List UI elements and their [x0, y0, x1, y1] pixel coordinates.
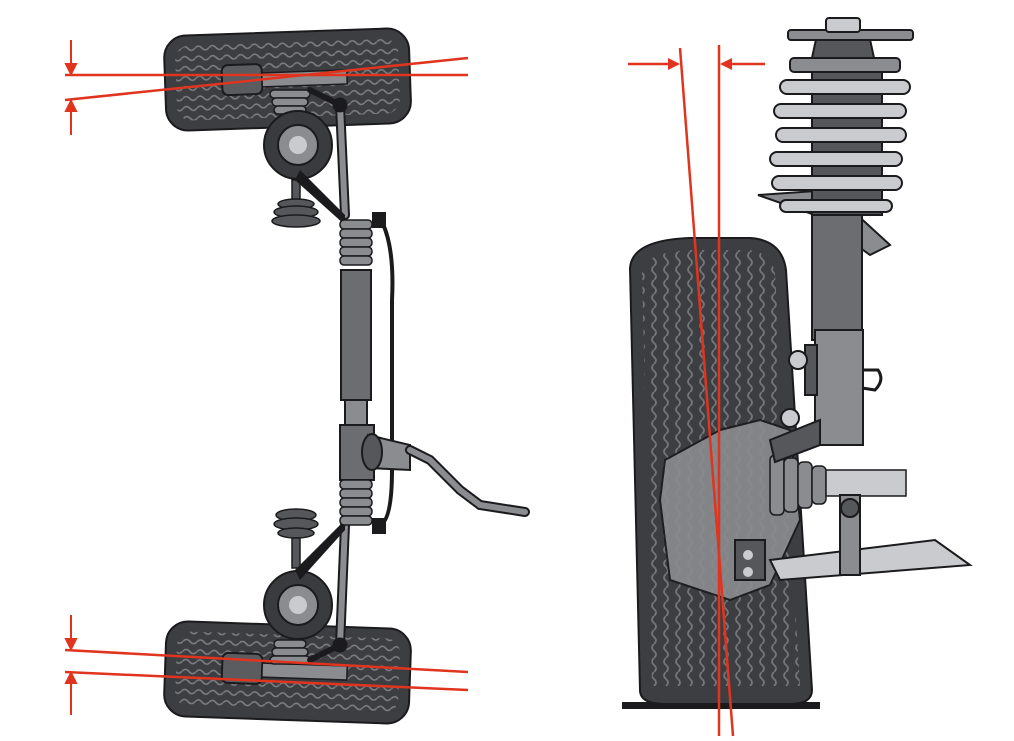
ground-line — [622, 702, 820, 709]
bottom-wheel-icon — [163, 620, 412, 725]
strut-icon — [757, 188, 892, 464]
steering-rack-icon — [339, 212, 395, 534]
top-mount-icon — [787, 17, 914, 73]
lower-rack-boot-icon — [339, 479, 373, 526]
top-spring-icon — [269, 89, 311, 115]
steering-shaft-icon — [361, 433, 530, 517]
control-arm-icon — [768, 494, 973, 582]
bottom-bushing-icon — [273, 508, 319, 569]
camber-view — [622, 17, 973, 737]
top-hub-icon — [263, 110, 333, 180]
camber-measurement-arrow-icon — [668, 58, 732, 70]
lower-arm-icon — [295, 170, 345, 580]
toe-measurement-arrow-icon — [64, 40, 78, 715]
bottom-hub-icon — [263, 570, 333, 640]
cv-boot-icon — [769, 454, 907, 516]
tie-rod-icon — [307, 87, 350, 663]
bottom-spring-icon — [269, 639, 311, 665]
top-bushing-icon — [271, 179, 321, 228]
coil-spring-icon — [769, 64, 911, 216]
knuckle-icon — [658, 418, 802, 602]
upper-rack-boot-icon — [339, 219, 373, 266]
toe-reference-lines — [64, 56, 469, 692]
toe-view — [64, 27, 530, 725]
